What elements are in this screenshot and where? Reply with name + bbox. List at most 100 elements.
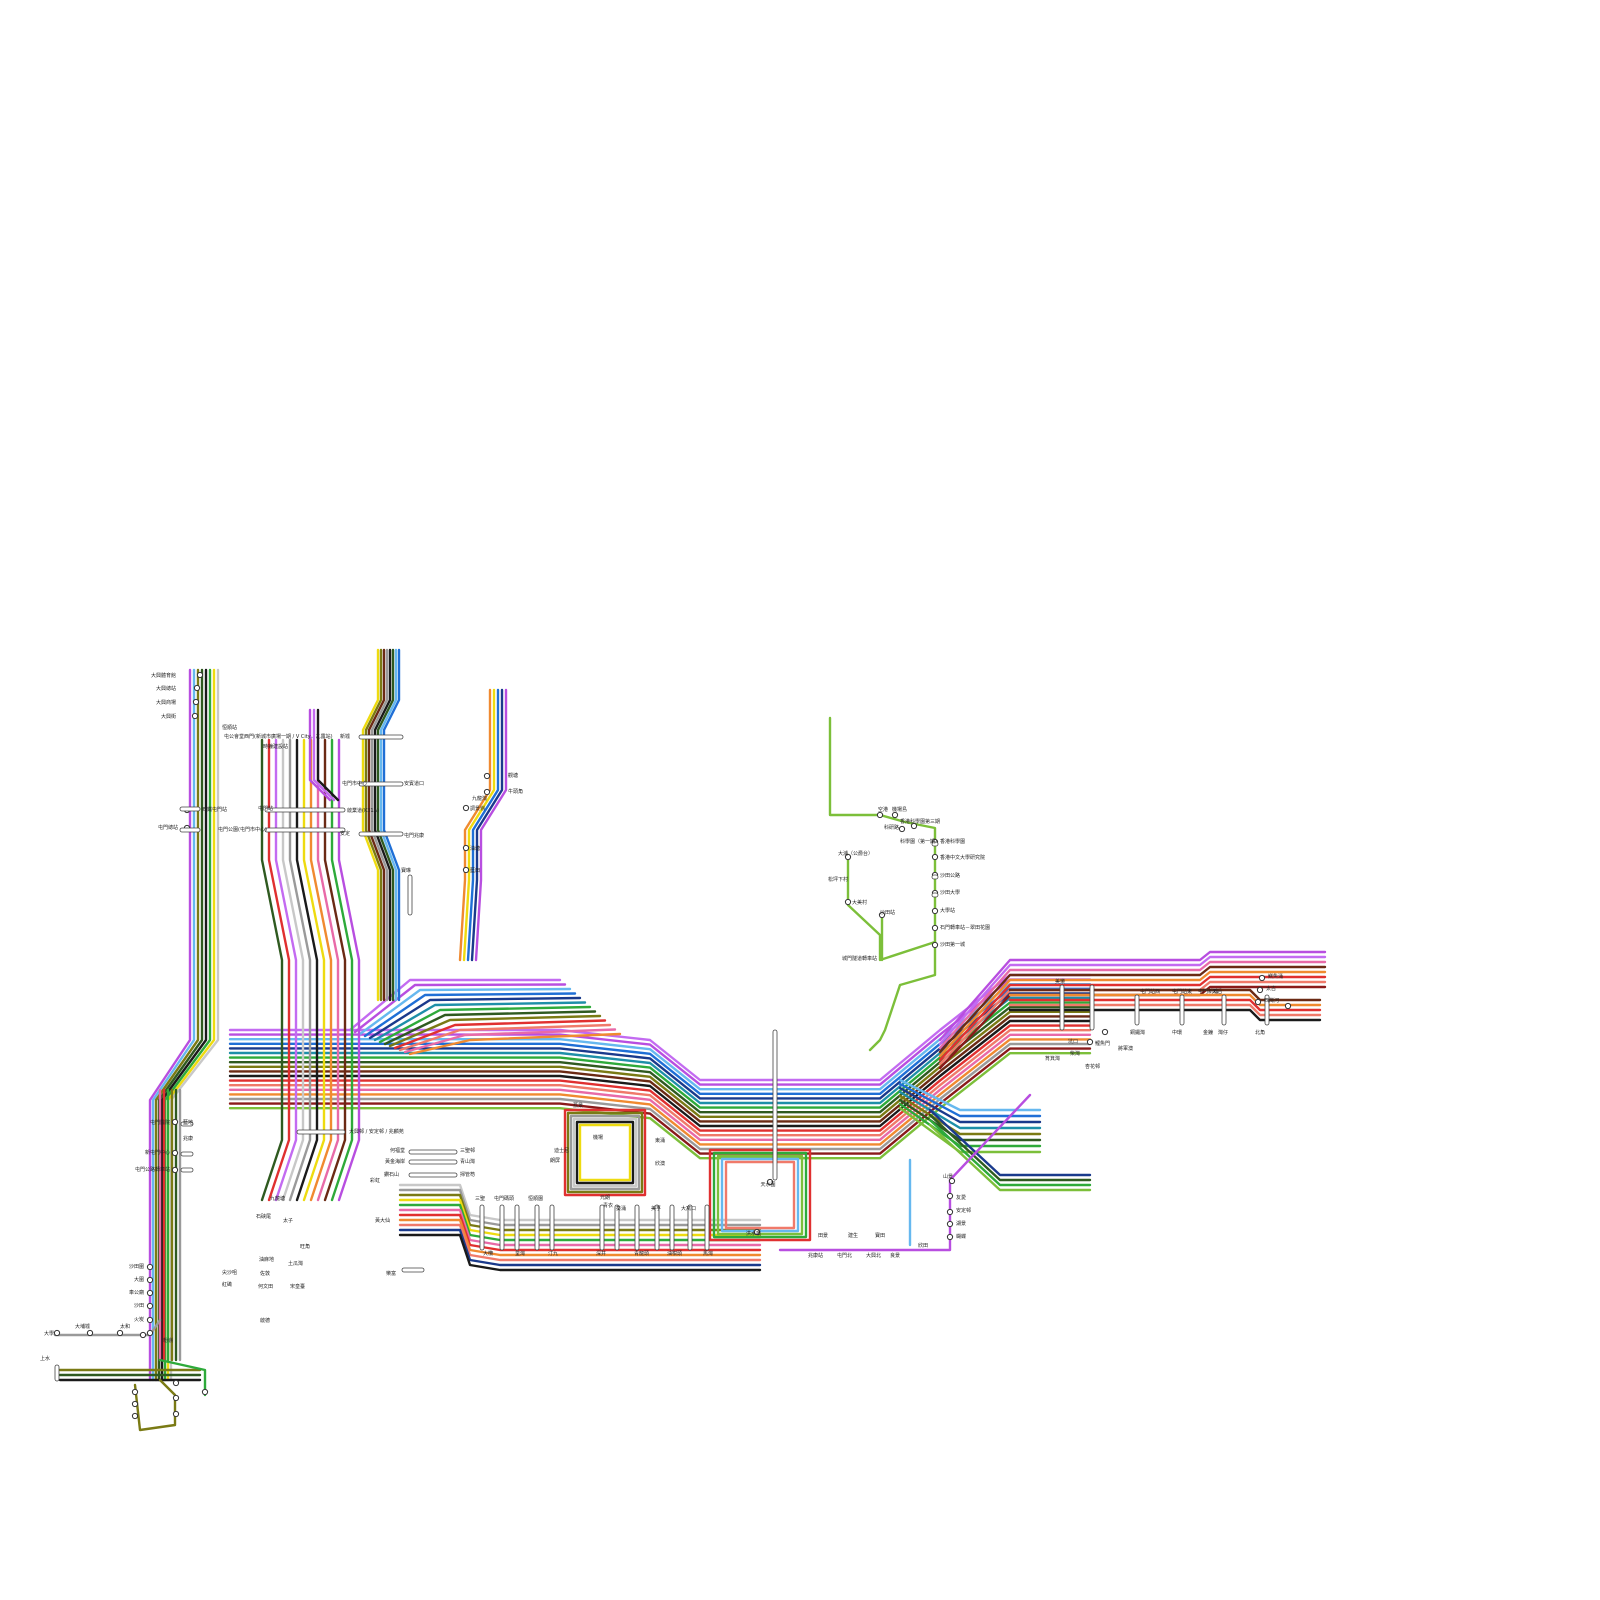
interchange-marker[interactable] [408,1172,458,1178]
interchange-marker[interactable] [296,1129,346,1135]
interchange-marker[interactable] [931,874,939,880]
interchange-marker[interactable] [358,831,404,837]
station-marker[interactable] [910,822,918,830]
station-marker[interactable] [844,853,852,861]
interchange-marker[interactable] [599,1204,605,1251]
interchange-marker[interactable] [180,1151,194,1157]
station-label: 香港中文大學研究院 [940,854,985,861]
station-marker[interactable] [462,866,470,874]
interchange-marker[interactable] [499,1204,505,1251]
station-marker[interactable] [146,1276,154,1284]
station-marker[interactable] [201,1388,209,1396]
interchange-marker[interactable] [264,827,346,833]
station-marker[interactable] [948,1177,956,1185]
station-marker[interactable] [931,853,939,861]
station-marker[interactable] [483,788,491,796]
station-marker[interactable] [171,1149,179,1157]
interchange-marker[interactable] [358,781,404,787]
interchange-marker[interactable] [654,1204,660,1251]
station-marker[interactable] [146,1316,154,1324]
station-marker[interactable] [1256,986,1264,994]
station-marker[interactable] [146,1302,154,1310]
station-marker[interactable] [193,684,201,692]
station-marker[interactable] [1258,974,1266,982]
station-label: 屯門新墟 [1198,988,1218,995]
interchange-marker[interactable] [1264,994,1270,1026]
station-marker[interactable] [946,1233,954,1241]
station-marker[interactable] [131,1388,139,1396]
interchange-marker[interactable] [704,1204,710,1251]
interchange-marker[interactable] [669,1204,675,1251]
interchange-marker[interactable] [634,1204,640,1251]
interchange-marker[interactable] [180,1121,194,1127]
station-marker[interactable] [196,671,204,679]
interchange-marker[interactable] [407,874,413,916]
station-marker[interactable] [483,772,491,780]
station-marker[interactable] [116,1329,124,1337]
interchange-marker[interactable] [534,1204,540,1251]
station-marker[interactable] [1254,998,1262,1006]
station-marker[interactable] [172,1379,180,1387]
interchange-marker[interactable] [401,1267,425,1273]
station-marker[interactable] [931,924,939,932]
station-label: 新墟 [340,733,350,740]
station-marker[interactable] [878,911,886,919]
station-marker[interactable] [753,1228,761,1236]
interchange-marker[interactable] [54,1364,60,1382]
interchange-marker[interactable] [1221,994,1227,1026]
station-marker[interactable] [146,1289,154,1297]
interchange-marker[interactable] [1059,984,1065,1031]
station-marker[interactable] [1101,1028,1109,1036]
interchange-marker[interactable] [358,734,404,740]
interchange-marker[interactable] [408,1159,458,1165]
station-marker[interactable] [86,1329,94,1337]
station-marker[interactable] [1284,1002,1292,1010]
station-marker[interactable] [172,1410,180,1418]
station-marker[interactable] [891,811,899,819]
interchange-marker[interactable] [264,807,346,813]
station-marker[interactable] [146,1263,154,1271]
interchange-marker[interactable] [514,1204,520,1251]
interchange-marker[interactable] [931,892,939,898]
station-marker[interactable] [1086,1038,1094,1046]
station-marker[interactable] [172,1394,180,1402]
station-marker[interactable] [171,1166,179,1174]
station-marker[interactable] [462,804,470,812]
station-marker[interactable] [131,1412,139,1420]
station-marker[interactable] [946,1220,954,1228]
station-marker[interactable] [191,712,199,720]
interchange-marker[interactable] [1089,984,1095,1031]
station-label: 西鐵屯門站 [202,806,227,813]
station-marker[interactable] [53,1329,61,1337]
interchange-marker[interactable] [687,1204,693,1251]
station-marker[interactable] [146,1329,154,1337]
station-marker[interactable] [931,907,939,915]
interchange-marker[interactable] [180,1167,194,1173]
station-marker[interactable] [946,1192,954,1200]
station-marker[interactable] [171,1118,179,1126]
station-marker[interactable] [462,844,470,852]
interchange-marker[interactable] [1134,994,1140,1026]
west-trunk-line [160,668,208,1382]
station-marker[interactable] [766,1178,774,1186]
interchange-marker[interactable] [931,841,939,847]
station-marker[interactable] [192,698,200,706]
station-marker[interactable] [898,825,906,833]
interchange-marker[interactable] [772,1029,778,1181]
station-label: 蝴蝶 [956,1233,966,1240]
interchange-marker[interactable] [479,1204,485,1251]
station-marker[interactable] [876,811,884,819]
interchange-marker[interactable] [179,827,201,833]
diagonal-line [408,1032,622,1056]
station-marker[interactable] [931,941,939,949]
interchange-marker[interactable] [179,806,201,812]
interchange-marker[interactable] [1179,994,1185,1026]
interchange-marker[interactable] [614,1204,620,1251]
east-line [938,960,1327,1050]
interchange-marker[interactable] [408,1149,458,1155]
interchange-marker[interactable] [549,1204,555,1251]
station-marker[interactable] [946,1208,954,1216]
station-marker[interactable] [131,1400,139,1408]
station-marker[interactable] [139,1331,147,1339]
station-marker[interactable] [844,898,852,906]
